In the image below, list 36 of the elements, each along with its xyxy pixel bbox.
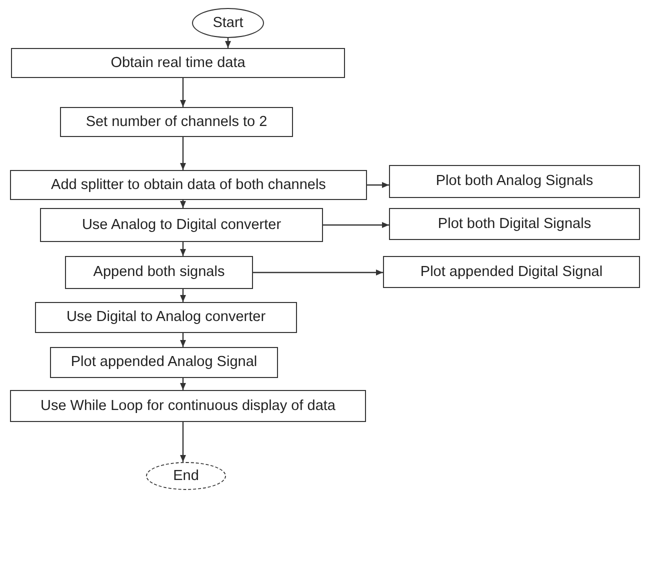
box-text: Append both signals [93, 264, 225, 281]
arrow [180, 137, 186, 170]
box-text: Plot both Digital Signals [438, 216, 592, 232]
arrow [253, 270, 383, 276]
process-box [389, 208, 640, 240]
arrow [180, 378, 186, 390]
box-text: Plot appended Analog Signal [70, 354, 258, 371]
process-box [383, 256, 640, 288]
arrow [323, 222, 389, 228]
process-box [10, 170, 367, 200]
box-text: Obtain real time data [110, 54, 246, 72]
box-text: Use While Loop for continuous display of data [40, 398, 336, 414]
arrow [225, 38, 231, 48]
process-box [11, 48, 345, 78]
box-text: Start [212, 14, 244, 32]
process-box [389, 165, 640, 198]
box-text: Set number of channels to 2 [86, 114, 268, 130]
box-text: Use Analog to Digital converter [82, 216, 282, 234]
arrow [180, 200, 186, 208]
process-box [40, 208, 323, 242]
arrow [180, 422, 186, 462]
process-box [35, 302, 297, 333]
process-box [10, 390, 366, 422]
arrow [180, 78, 186, 107]
arrow [180, 242, 186, 256]
arrow [367, 182, 389, 188]
box-text: Plot both Analog Signals [436, 173, 594, 190]
arrow [180, 333, 186, 347]
process-box [65, 256, 253, 289]
arrow [180, 289, 186, 302]
process-box [60, 107, 293, 137]
box-text: Use Digital to Analog converter [66, 309, 266, 326]
process-box [50, 347, 278, 378]
box-text: End [173, 468, 199, 484]
box-text: Add splitter to obtain data of both channels [51, 176, 326, 194]
box-text: Plot appended Digital Signal [420, 264, 603, 280]
